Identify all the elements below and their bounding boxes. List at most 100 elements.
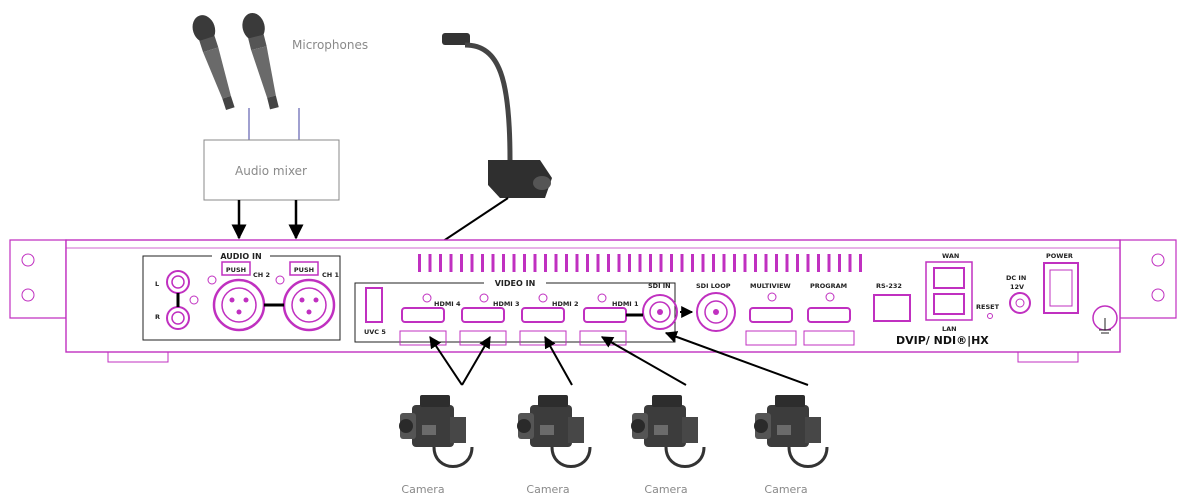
vent-slot xyxy=(701,254,705,272)
vent-slot xyxy=(617,254,621,272)
reset-button xyxy=(987,313,993,319)
vent-slot xyxy=(827,254,831,272)
rs232-port xyxy=(873,294,911,322)
video-in-label: VIDEO IN xyxy=(495,279,536,288)
vent-slot xyxy=(785,254,789,272)
hdmi2-label: HDMI 2 xyxy=(552,300,579,308)
vent-slot xyxy=(743,254,747,272)
sdi-loop-label: SDI LOOP xyxy=(696,282,731,290)
camera-label-1: Camera xyxy=(401,483,444,494)
hdmi3-label: HDMI 3 xyxy=(493,300,520,308)
camcorder-icon xyxy=(517,395,592,468)
rear-panel xyxy=(9,239,1177,363)
vent-slot xyxy=(596,254,600,272)
camera-label-3: Camera xyxy=(644,483,687,494)
dc-in-label: DC IN xyxy=(1006,274,1026,282)
vent-slot xyxy=(439,254,442,272)
vent-slot xyxy=(460,254,463,272)
hdmi1-label: HDMI 1 xyxy=(612,300,639,308)
brand-label: DVIP/ NDI®|HX xyxy=(896,334,989,347)
lan-label: LAN xyxy=(942,325,957,333)
uvc-label: UVC 5 xyxy=(364,328,386,336)
push-badge-ch1 xyxy=(289,261,319,276)
program-port xyxy=(803,292,855,346)
vent-slot xyxy=(512,254,516,272)
vent-slot xyxy=(481,254,484,272)
multiview-label: MULTIVIEW xyxy=(750,282,791,290)
vent-slot xyxy=(659,254,663,272)
push-badge-ch2 xyxy=(221,261,251,276)
vent-slot xyxy=(628,254,631,272)
vent-slot xyxy=(775,254,778,272)
sdi-loop-port xyxy=(696,292,736,332)
vent-slot xyxy=(733,254,736,272)
vent-slot xyxy=(470,254,474,272)
camera1-to-hdmi4-arrow xyxy=(429,336,463,386)
ground-icon xyxy=(1092,305,1118,334)
vent-slot xyxy=(586,254,589,272)
dc-voltage-label: 12V xyxy=(1010,283,1024,291)
vent-slot xyxy=(638,254,642,272)
audio-in-label: AUDIO IN xyxy=(220,252,261,261)
camcorder-icon xyxy=(399,395,474,468)
audio-l-label: L xyxy=(155,280,159,288)
vent-slots xyxy=(418,254,862,272)
vent-slot xyxy=(712,254,715,272)
reset-label: RESET xyxy=(976,303,1000,311)
push-label-ch1: PUSH xyxy=(294,266,314,274)
audio-mixer-box xyxy=(203,139,340,201)
vent-slot xyxy=(838,254,841,272)
power-label: POWER xyxy=(1046,252,1073,260)
vent-slot xyxy=(449,254,453,272)
vent-slot xyxy=(670,254,673,272)
camera3-to-hdmi1-arrow xyxy=(600,336,687,386)
camera1-to-hdmi3-arrow xyxy=(461,335,491,386)
vent-slot xyxy=(565,254,568,272)
vent-slot xyxy=(691,254,694,272)
vent-slot xyxy=(817,254,820,272)
wan-label: WAN xyxy=(942,252,959,260)
wan-port xyxy=(933,267,965,289)
hdmi2-port xyxy=(519,293,567,346)
camcorder-icon xyxy=(754,395,829,468)
ch1-label: CH 1 xyxy=(322,271,339,279)
vent-slot xyxy=(848,254,852,272)
hdmi4-label: HDMI 4 xyxy=(434,300,461,308)
vent-slot xyxy=(428,254,432,272)
vent-slot xyxy=(754,254,757,272)
vent-slot xyxy=(722,254,726,272)
vent-slot xyxy=(523,254,526,272)
cameras-group xyxy=(399,395,829,468)
microphone-right-icon xyxy=(242,13,279,110)
vent-slot xyxy=(764,254,768,272)
camera4-to-sdi-arrow xyxy=(664,331,809,386)
vent-slot xyxy=(491,254,495,272)
vent-slot xyxy=(796,254,799,272)
vent-slot xyxy=(859,254,862,272)
camera-label-2: Camera xyxy=(526,483,569,494)
vent-slot xyxy=(607,254,610,272)
hdmi4-port xyxy=(399,293,447,346)
sdi-in-port xyxy=(642,294,678,330)
vent-slot xyxy=(418,254,421,272)
camcorder-icon xyxy=(631,395,706,468)
lan-port xyxy=(933,293,965,315)
audio-mixer-label: Audio mixer xyxy=(235,164,307,178)
vent-slot xyxy=(575,254,579,272)
vent-slot xyxy=(649,254,652,272)
camera-label-4: Camera xyxy=(764,483,807,494)
rs232-label: RS-232 xyxy=(876,282,902,290)
dc-in-port xyxy=(1009,292,1031,314)
vent-slot xyxy=(680,254,684,272)
push-label-ch2: PUSH xyxy=(226,266,246,274)
program-label: PROGRAM xyxy=(810,282,847,290)
vent-slot xyxy=(544,254,547,272)
usb-uvc-port xyxy=(365,287,383,323)
network-ports-block xyxy=(925,261,973,321)
ch2-label: CH 2 xyxy=(253,271,270,279)
camera2-to-hdmi2-arrow xyxy=(544,335,573,386)
multiview-port xyxy=(745,292,797,346)
vent-slot xyxy=(806,254,810,272)
audio-r-label: R xyxy=(155,313,160,321)
